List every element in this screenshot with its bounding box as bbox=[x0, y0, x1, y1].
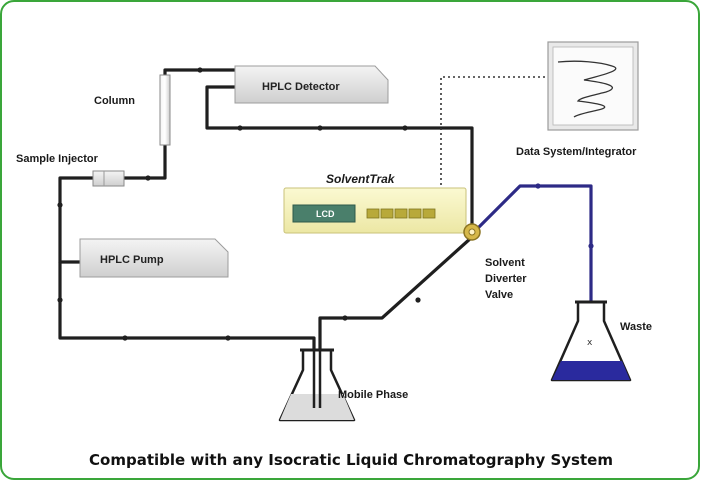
hplc-pump: HPLC Pump bbox=[79, 238, 229, 278]
sample-injector-label: Sample Injector bbox=[16, 153, 99, 165]
waste-flow-markers bbox=[535, 183, 594, 249]
diagram-caption: Compatible with any Isocratic Liquid Chr… bbox=[89, 451, 613, 469]
erlenmeyer-flask-icon: Mobile Phase bbox=[278, 348, 408, 422]
diverter-label-line1: Solvent bbox=[485, 257, 525, 269]
waste-liquid bbox=[552, 361, 630, 380]
solventtrak-label: SolventTrak bbox=[326, 172, 396, 186]
column-label: Column bbox=[94, 95, 135, 107]
column: Column bbox=[94, 74, 171, 146]
flask-mark-icon: x bbox=[587, 338, 593, 348]
solvent-diverter-valve: Solvent Diverter Valve bbox=[463, 223, 527, 301]
waste-label: Waste bbox=[620, 321, 652, 333]
data-system-label: Data System/Integrator bbox=[516, 146, 637, 158]
hplc-system-diagram: HPLC Detector Column Sample Injector HPL… bbox=[16, 41, 652, 422]
solventtrak-unit: SolventTrak LCD bbox=[283, 172, 467, 234]
sample-injector: Sample Injector bbox=[16, 153, 125, 187]
hplc-detector: HPLC Detector bbox=[234, 65, 389, 104]
diverter-label-line2: Diverter bbox=[485, 273, 527, 285]
signal-line bbox=[440, 76, 548, 185]
hplc-pump-label: HPLC Pump bbox=[100, 254, 164, 266]
mobile-phase-label: Mobile Phase bbox=[338, 389, 408, 401]
chromatogram-trace bbox=[557, 60, 617, 118]
erlenmeyer-flask-icon: x Waste bbox=[550, 300, 652, 382]
diverter-label-line3: Valve bbox=[485, 289, 513, 301]
solventtrak-buttons bbox=[366, 208, 436, 219]
waste-line bbox=[474, 184, 593, 318]
lcd-label: LCD bbox=[316, 209, 335, 219]
flow-markers bbox=[57, 67, 421, 341]
lcd-display bbox=[292, 204, 356, 223]
data-system-integrator: Data System/Integrator bbox=[516, 41, 639, 158]
hplc-detector-label: HPLC Detector bbox=[262, 81, 340, 93]
mobile-phase-liquid bbox=[280, 394, 354, 420]
